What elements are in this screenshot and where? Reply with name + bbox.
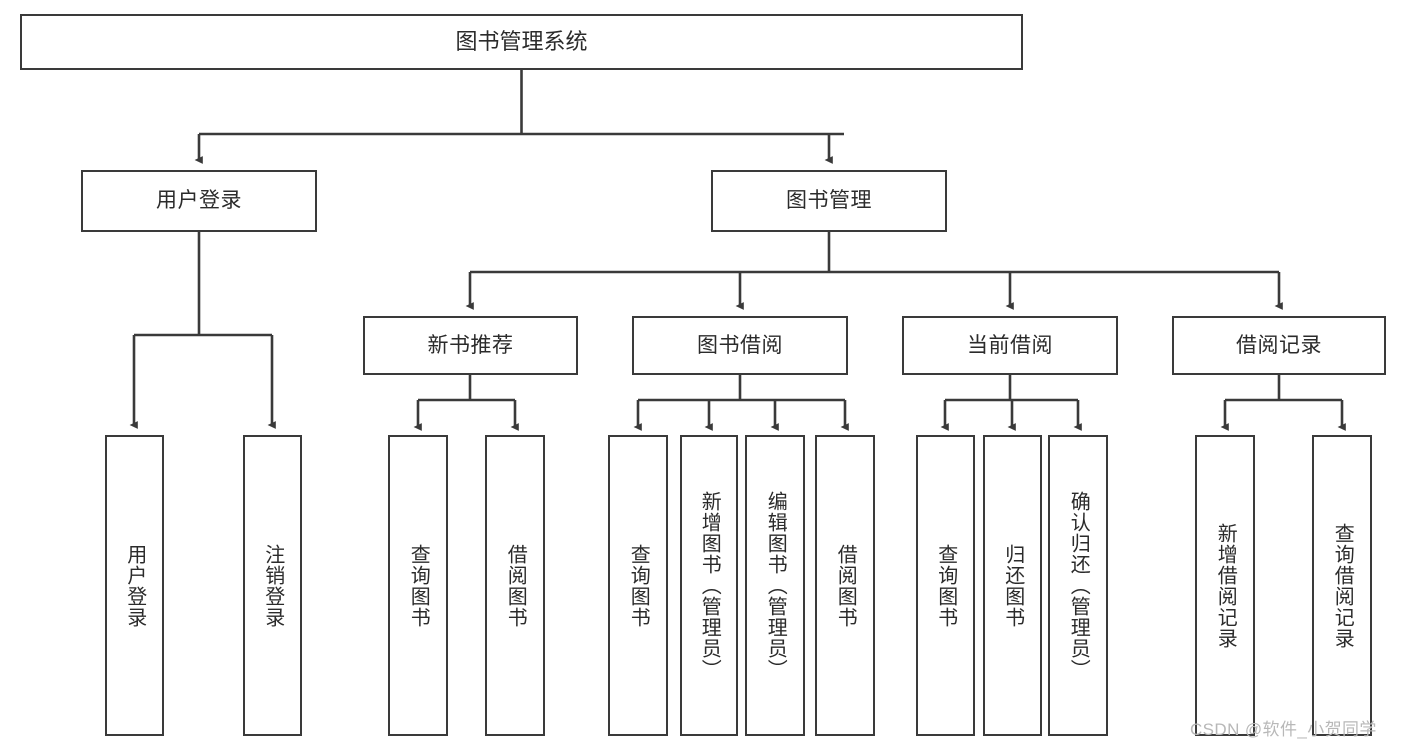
- node-label: 图书管理系统: [455, 29, 588, 55]
- node-label: 新增图书（管理员）: [698, 491, 721, 680]
- node-user-login[interactable]: 用户登录: [81, 170, 317, 232]
- node-label: 图书借阅: [697, 333, 783, 357]
- node-label: 编辑图书（管理员）: [764, 491, 787, 680]
- node-label: 查询借阅记录: [1331, 522, 1354, 649]
- node-book-borrow[interactable]: 图书借阅: [632, 316, 848, 375]
- leaf-add-book-admin[interactable]: 新增图书（管理员）: [680, 435, 738, 736]
- node-label: 查询图书: [407, 543, 430, 628]
- node-label: 查询图书: [934, 543, 957, 628]
- node-label: 借阅图书: [504, 543, 527, 628]
- leaf-user-login[interactable]: 用户登录: [105, 435, 164, 736]
- leaf-borrow-book[interactable]: 借阅图书: [815, 435, 875, 736]
- leaf-query-book-recommend[interactable]: 查询图书: [388, 435, 448, 736]
- node-root-system[interactable]: 图书管理系统: [20, 14, 1023, 70]
- node-current-borrow[interactable]: 当前借阅: [902, 316, 1118, 375]
- csdn-watermark: CSDN @软件_小贺同学: [1190, 720, 1377, 739]
- leaf-borrow-book-recommend[interactable]: 借阅图书: [485, 435, 545, 736]
- node-label: 新书推荐: [427, 333, 514, 357]
- node-label: 归还图书: [1001, 543, 1024, 628]
- node-new-book-recommend[interactable]: 新书推荐: [363, 316, 578, 375]
- node-label: 借阅记录: [1236, 333, 1322, 357]
- leaf-query-book-borrow[interactable]: 查询图书: [608, 435, 668, 736]
- node-label: 确认归还（管理员）: [1067, 491, 1090, 680]
- node-label: 注销登录: [261, 543, 284, 628]
- leaf-logout[interactable]: 注销登录: [243, 435, 302, 736]
- node-label: 借阅图书: [834, 543, 857, 628]
- node-label: 查询图书: [627, 543, 650, 628]
- leaf-add-borrow-record[interactable]: 新增借阅记录: [1195, 435, 1255, 736]
- node-label: 用户登录: [123, 543, 146, 628]
- node-book-management[interactable]: 图书管理: [711, 170, 947, 232]
- node-label: 用户登录: [156, 189, 242, 213]
- leaf-query-borrow-record[interactable]: 查询借阅记录: [1312, 435, 1372, 736]
- leaf-query-book-current[interactable]: 查询图书: [916, 435, 975, 736]
- node-label: 新增借阅记录: [1214, 522, 1237, 649]
- leaf-return-book[interactable]: 归还图书: [983, 435, 1042, 736]
- leaf-confirm-return-admin[interactable]: 确认归还（管理员）: [1048, 435, 1108, 736]
- leaf-edit-book-admin[interactable]: 编辑图书（管理员）: [745, 435, 805, 736]
- node-label: 图书管理: [786, 189, 872, 213]
- node-label: 当前借阅: [967, 333, 1053, 357]
- node-borrow-records[interactable]: 借阅记录: [1172, 316, 1386, 375]
